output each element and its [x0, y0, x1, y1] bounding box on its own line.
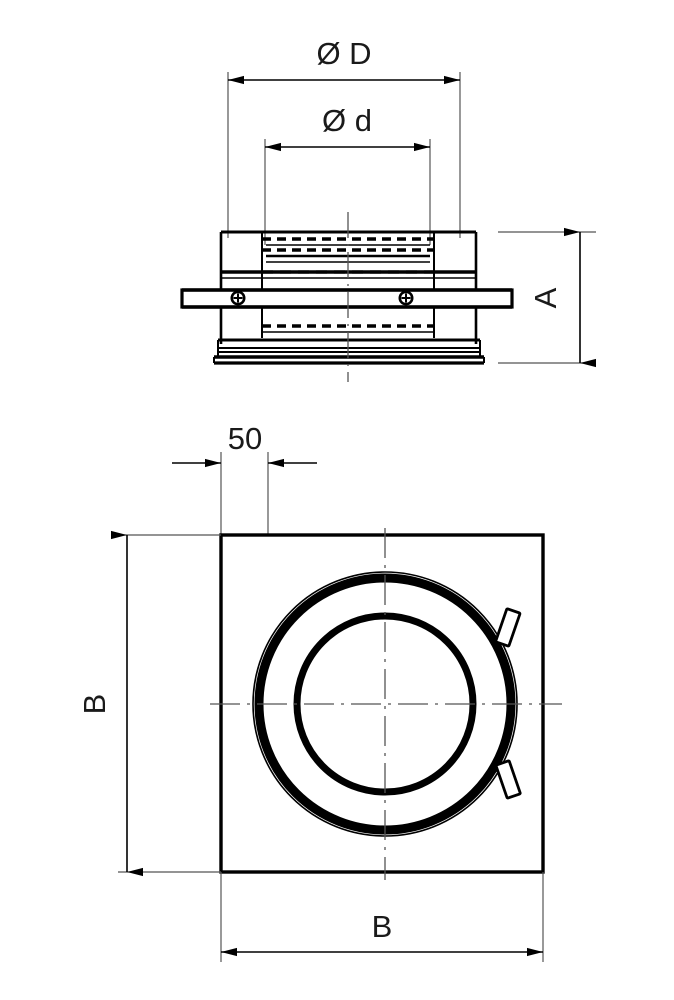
label-height-A: A: [528, 287, 563, 308]
slot-lower-right: [494, 759, 522, 800]
plan-center-lines: [210, 528, 562, 880]
dimension-offset-50: 50: [172, 421, 317, 468]
dimension-plate-width-B: B: [220, 872, 544, 962]
dimension-plate-height-B: B: [77, 530, 221, 877]
plan-view: 50 B: [77, 421, 562, 962]
slot-upper-right: [494, 607, 522, 648]
label-inner-diameter: Ø d: [322, 103, 372, 138]
dimension-inner-diameter: Ø d: [265, 103, 430, 152]
label-offset-50: 50: [228, 421, 262, 456]
label-plate-width-B: B: [372, 909, 393, 944]
dimension-outer-diameter: Ø D: [228, 36, 460, 85]
elevation-extension-lines: [227, 72, 461, 245]
fixing-screw-right: [398, 290, 414, 306]
elevation-view: Ø D Ø d: [180, 36, 596, 382]
label-outer-diameter: Ø D: [316, 36, 371, 71]
dimension-height-A: A: [498, 227, 596, 368]
label-plate-height-B: B: [77, 694, 112, 715]
fixing-screw-left: [230, 290, 246, 306]
mounting-flange: [180, 288, 514, 309]
